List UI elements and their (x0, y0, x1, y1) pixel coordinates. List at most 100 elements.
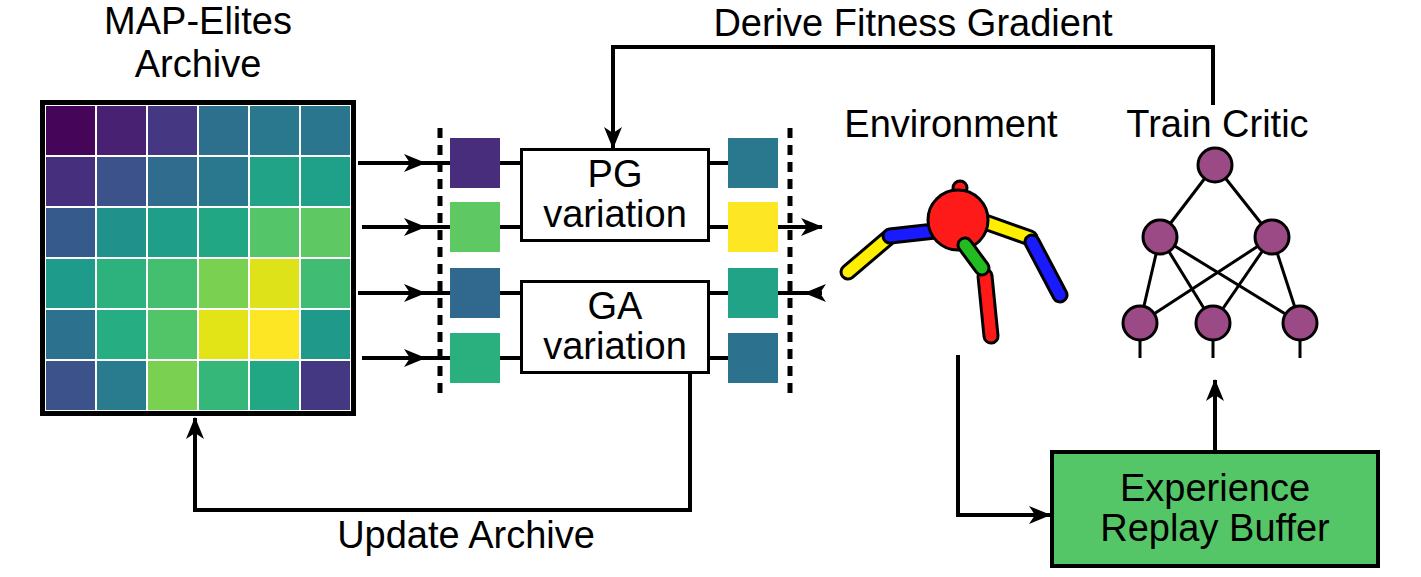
archive-cell (97, 259, 146, 308)
robot-limb (985, 222, 1030, 238)
archive-cell (46, 208, 95, 257)
archive-cell (301, 157, 350, 206)
connector-arrow (195, 374, 690, 510)
archive-cell (199, 157, 248, 206)
robot-limb (890, 231, 935, 236)
environment-figure: Environment (822, 105, 1080, 355)
square-link (710, 161, 728, 165)
archive-cell (46, 361, 95, 410)
offspring-square (728, 202, 778, 252)
square-link (500, 225, 520, 229)
square-link (500, 291, 520, 295)
archive-cell (46, 157, 95, 206)
archive-cell (148, 157, 197, 206)
neuron (1255, 220, 1289, 254)
archive-cell (301, 310, 350, 359)
archive-cell (301, 106, 350, 155)
archive-cell (199, 208, 248, 257)
robot-knob (953, 181, 967, 195)
node-label: Environment (844, 105, 1057, 145)
archive-cell (250, 310, 299, 359)
archive-cell (250, 106, 299, 155)
square-link (500, 161, 520, 165)
archive-cell (46, 106, 95, 155)
archive-grid (40, 100, 356, 416)
robot-limb (985, 276, 991, 336)
network-link (1215, 165, 1272, 237)
square-link (710, 356, 728, 360)
archive-grid: MAP-Elites Archive (38, 0, 358, 418)
archive-cell (97, 208, 146, 257)
archive-cell (148, 259, 197, 308)
offspring-square (728, 138, 778, 188)
robot-limb (890, 231, 935, 236)
network-link (1160, 237, 1300, 323)
archive-cell (301, 361, 350, 410)
robot-limb (985, 276, 991, 336)
network-link (1213, 237, 1272, 323)
archive-cell (148, 361, 197, 410)
connector-arrow (358, 161, 520, 165)
connector-arrow (958, 355, 1050, 515)
network-link (1160, 237, 1213, 323)
connector-arrow (1213, 380, 1217, 450)
neuron (1123, 306, 1157, 340)
neuron (1143, 220, 1177, 254)
robot-limb (965, 245, 982, 268)
archive-cell (250, 208, 299, 257)
node-label: GA variation (531, 287, 699, 367)
node-label: MAP-Elites Archive (53, 0, 343, 85)
neuron (1198, 148, 1232, 182)
robot-limb (985, 222, 1030, 238)
dashed-bracket (438, 128, 443, 394)
archive-cell (250, 157, 299, 206)
archive-cell (97, 157, 146, 206)
archive-cell (46, 310, 95, 359)
connector-arrow (358, 291, 520, 295)
buffer-box: Experience Replay Buffer (1050, 450, 1380, 568)
network-link (1140, 237, 1160, 323)
feed-arrow (362, 356, 450, 360)
process-box: PG variation (520, 148, 710, 242)
edge-label: Update Archive (333, 516, 599, 554)
square-link (710, 225, 728, 229)
square-link (710, 291, 728, 295)
archive-cell (97, 361, 146, 410)
archive-cell (199, 259, 248, 308)
robot-limb (965, 245, 982, 268)
offspring-square (728, 268, 778, 318)
archive-cell (301, 259, 350, 308)
archive-cell (199, 310, 248, 359)
archive-cell (250, 361, 299, 410)
grid-ground (45, 105, 351, 411)
network-link (1160, 165, 1215, 237)
archive-cell (301, 208, 350, 257)
critic-network (1123, 148, 1317, 358)
connector-arrow (613, 47, 1213, 148)
archive-cell (148, 208, 197, 257)
process-box: GA variation (520, 280, 710, 374)
square-link (500, 356, 520, 360)
network-stub (1212, 323, 1215, 358)
feed-arrow (362, 225, 450, 229)
neuron (1196, 306, 1230, 340)
robot-figure (848, 181, 1060, 336)
connector-arrow (710, 291, 822, 295)
node-label: PG variation (531, 155, 699, 235)
grid-frame (40, 100, 356, 416)
network-link (1140, 237, 1272, 323)
archive-cell (250, 259, 299, 308)
network-stub (1139, 323, 1142, 358)
robot-body (928, 190, 988, 250)
archive-cell (199, 106, 248, 155)
parent-square (450, 268, 500, 318)
robot-limb (848, 238, 888, 272)
robot-limb (848, 238, 888, 272)
archive-cell (148, 106, 197, 155)
archive-cell (46, 259, 95, 308)
parent-square (450, 138, 500, 188)
offspring-square (728, 333, 778, 383)
node-label: Experience Replay Buffer (1064, 469, 1366, 549)
network-link (1272, 237, 1300, 323)
critic-figure: Train Critic (1105, 105, 1330, 380)
